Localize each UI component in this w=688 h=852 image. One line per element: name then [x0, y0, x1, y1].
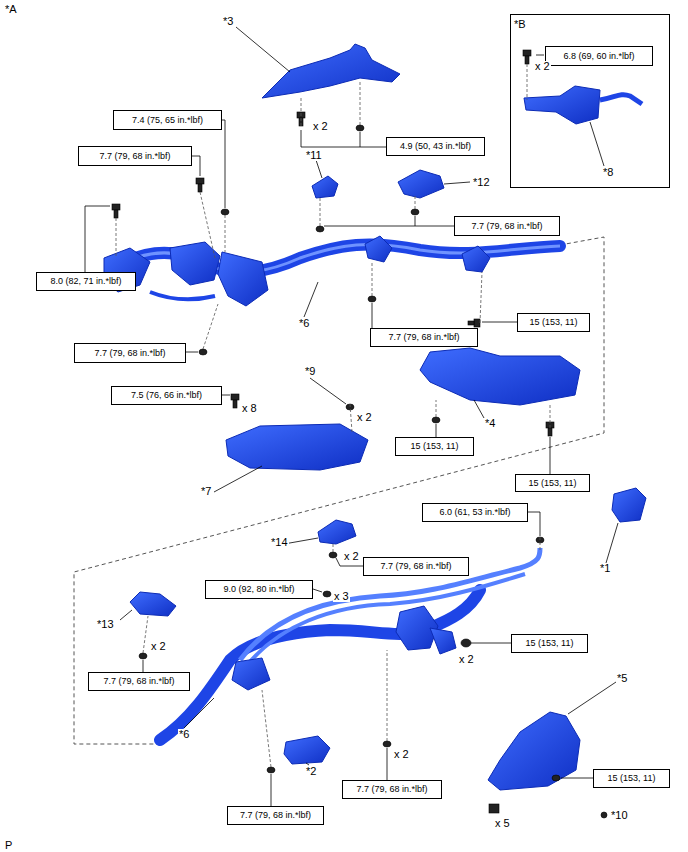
torque-box: 15 (153, 11)	[511, 634, 588, 653]
torque-value: 15 (153, 11)	[526, 639, 574, 648]
torque-value: 15 (153, 11)	[529, 479, 577, 488]
torque-box: 7.7 (79, 68 in.*lbf)	[227, 806, 324, 825]
callout-number: *6	[178, 729, 190, 740]
quantity-label: x 2	[343, 551, 360, 562]
callout-number: *5	[616, 673, 628, 684]
plate-7	[226, 424, 368, 470]
callout-number: *6	[298, 318, 310, 329]
part-2	[284, 736, 330, 764]
quantity-label: x 2	[150, 641, 167, 652]
callout-number: *2	[305, 766, 317, 777]
torque-value: 7.7 (79, 68 in.*lbf)	[380, 562, 451, 571]
torque-value: 7.7 (79, 68 in.*lbf)	[356, 785, 427, 794]
torque-box: 7.7 (79, 68 in.*lbf)	[363, 557, 469, 576]
torque-box: 7.7 (79, 68 in.*lbf)	[342, 780, 442, 799]
torque-value: 7.7 (79, 68 in.*lbf)	[240, 811, 311, 820]
callout-number: *14	[270, 537, 289, 548]
torque-value: 7.7 (79, 68 in.*lbf)	[103, 677, 174, 686]
callout-number: *3	[222, 16, 234, 27]
torque-value: *B	[514, 19, 526, 30]
torque-value: 8.0 (82, 71 in.*lbf)	[50, 277, 121, 286]
torque-box: 15 (153, 11)	[395, 437, 474, 456]
quantity-label: x 2	[458, 654, 475, 665]
torque-value: 4.9 (50, 43 in.*lbf)	[400, 142, 471, 151]
quantity-label: x 2	[393, 749, 410, 760]
inset-box: *B 6.8 (69, 60 in.*lbf)	[510, 14, 670, 188]
bracket	[130, 592, 176, 616]
under-cover	[262, 44, 400, 98]
callout-number: *A	[4, 4, 18, 15]
torque-value: 7.7 (79, 68 in.*lbf)	[94, 349, 165, 358]
torque-value: 15 (153, 11)	[530, 318, 578, 327]
callout-number: *11	[305, 150, 323, 161]
torque-box: 7.7 (79, 68 in.*lbf)	[88, 672, 190, 691]
torque-box: 6.8 (69, 60 in.*lbf)	[545, 46, 653, 66]
torque-box: 15 (153, 11)	[515, 474, 590, 492]
torque-value: 7.7 (79, 68 in.*lbf)	[388, 333, 459, 342]
torque-value: 7.7 (79, 68 in.*lbf)	[471, 222, 542, 231]
torque-value: 9.0 (92, 80 in.*lbf)	[223, 585, 294, 594]
torque-value: 15 (153, 11)	[608, 774, 656, 783]
torque-value: 7.5 (76, 66 in.*lbf)	[131, 391, 202, 400]
quantity-label: x 2	[356, 412, 373, 423]
quantity-label: x 5	[494, 818, 511, 829]
install-lines	[116, 64, 550, 767]
quantity-label: x 3	[333, 591, 350, 602]
torque-box: 15 (153, 11)	[517, 313, 590, 332]
callout-number: *13	[96, 619, 115, 630]
torque-box: 9.0 (92, 80 in.*lbf)	[205, 580, 313, 599]
torque-box: 15 (153, 11)	[593, 769, 670, 788]
torque-box: 7.7 (79, 68 in.*lbf)	[370, 328, 478, 347]
torque-box: 4.9 (50, 43 in.*lbf)	[386, 137, 485, 156]
cover-4	[420, 348, 580, 405]
bracket	[312, 176, 338, 198]
callout-number: *10	[610, 810, 629, 821]
torque-box: 7.7 (79, 68 in.*lbf)	[78, 146, 192, 166]
part-1	[612, 488, 646, 522]
callout-number: *12	[472, 177, 491, 188]
quantity-label: x 2	[534, 61, 551, 72]
lower-harness	[160, 548, 540, 740]
torque-box: 7.4 (75, 65 in.*lbf)	[113, 110, 222, 130]
callout-number: *8	[602, 167, 614, 178]
torque-value: 7.7 (79, 68 in.*lbf)	[99, 152, 170, 161]
group-outline	[74, 237, 604, 744]
inset-harness	[524, 86, 642, 124]
quantity-label: x 8	[241, 403, 258, 414]
torque-box: 8.0 (82, 71 in.*lbf)	[36, 272, 136, 291]
torque-value: 6.8 (69, 60 in.*lbf)	[563, 52, 634, 61]
torque-value: 7.4 (75, 65 in.*lbf)	[132, 116, 203, 125]
torque-value: 15 (153, 11)	[411, 442, 459, 451]
callout-number: *9	[304, 366, 316, 377]
callout-number: *4	[484, 418, 496, 429]
torque-value: 6.0 (61, 53 in.*lbf)	[439, 508, 510, 517]
quantity-label: x 2	[312, 121, 329, 132]
upper-harness	[104, 236, 560, 306]
callout-number: *1	[599, 563, 611, 574]
torque-box: 7.7 (79, 68 in.*lbf)	[454, 216, 560, 236]
leader-lines	[85, 27, 618, 806]
torque-box: 7.7 (79, 68 in.*lbf)	[74, 343, 186, 363]
torque-box: 7.5 (76, 66 in.*lbf)	[111, 386, 222, 405]
bracket	[318, 520, 356, 544]
bracket	[398, 170, 444, 198]
callout-number: *7	[200, 486, 212, 497]
callout-number: P	[4, 840, 13, 851]
torque-box: 6.0 (61, 53 in.*lbf)	[422, 503, 528, 522]
